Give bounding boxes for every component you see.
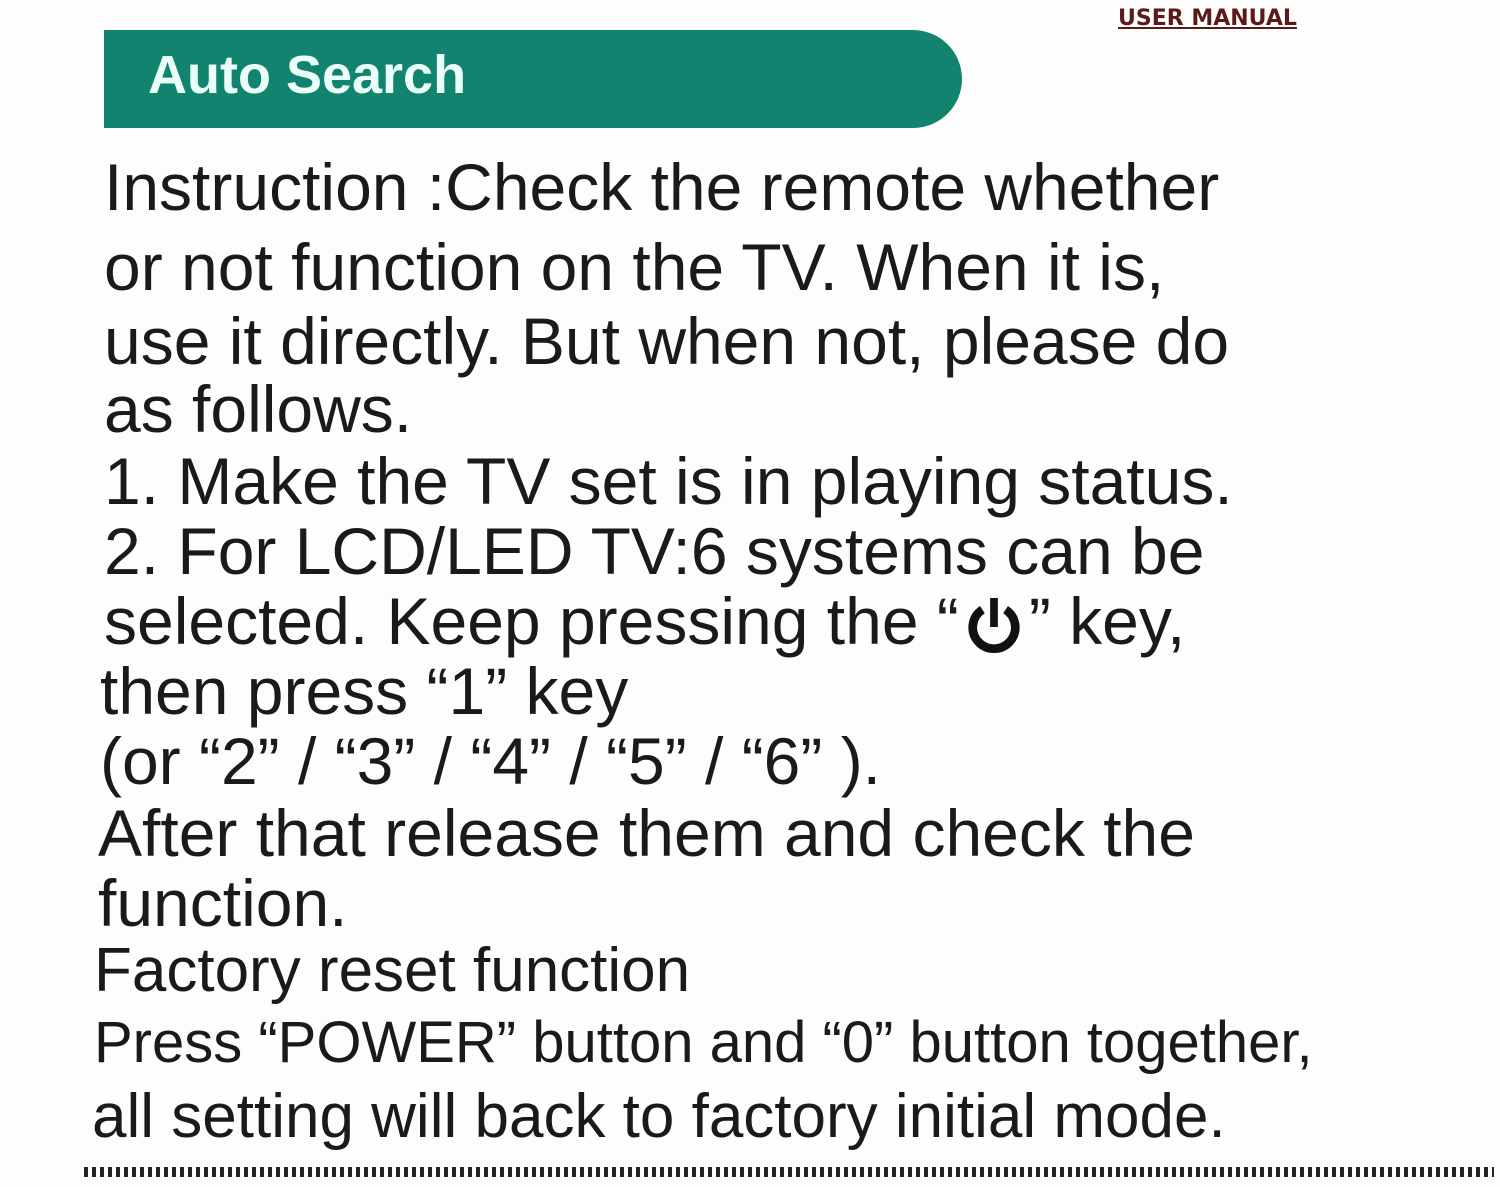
dotted-divider [84,1167,1494,1177]
text-segment: ” key, [1028,584,1186,658]
text-line: then press “1” key [100,654,629,728]
text-line: Press “POWER” button and “0” button toge… [94,1010,1313,1075]
text-line: use it directly. But when not, please do [104,304,1230,378]
text-line-with-icon: selected. Keep pressing the “ ” key, [104,586,1185,658]
power-icon [968,597,1020,653]
text-line: function. [98,866,348,940]
text-line: Instruction :Check the remote whether [104,150,1220,224]
step-1: 1. Make the TV set is in playing status. [104,444,1233,518]
text-line: all setting will back to factory initial… [92,1082,1226,1151]
text-line: or not function on the TV. When it is, [104,230,1165,304]
section-title: Auto Search [148,45,467,105]
text-line: (or “2” / “3” / “4” / “5” / “6” ). [100,724,882,798]
user-manual-label: USER MANUAL [1118,6,1297,31]
text-line: After that release them and check the [98,796,1195,870]
factory-reset-heading: Factory reset function [94,936,691,1005]
text-segment: selected. Keep pressing the “ [104,584,959,658]
section-banner: Auto Search [104,30,962,128]
step-2: 2. For LCD/LED TV:6 systems can be [104,514,1205,588]
text-line: as follows. [104,372,413,446]
